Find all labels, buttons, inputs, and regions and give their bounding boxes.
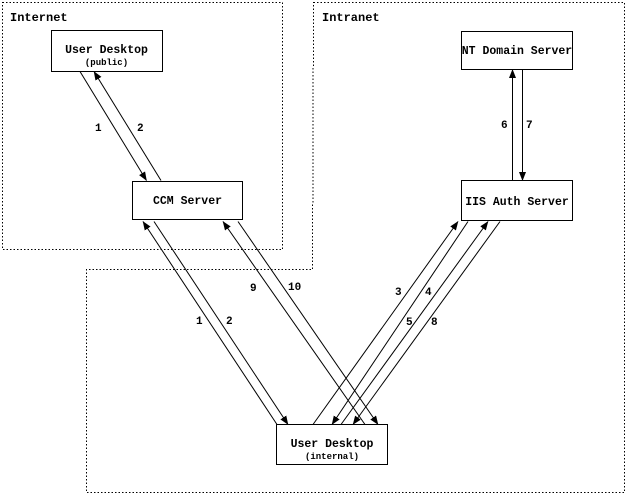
node-title: User Desktop [291, 438, 374, 451]
node-box [132, 181, 243, 220]
edge-1-internal-to-ccm [142, 221, 278, 425]
internet-zone-border [2, 2, 283, 250]
node-user-desktop-internal: User Desktop (internal) [276, 424, 388, 465]
edge-2-ccm-to-public [93, 71, 162, 181]
edge-9-internal-to-ccm [222, 221, 366, 425]
edge-10-ccm-to-internal [237, 221, 379, 425]
edge-3-internal-to-iis [312, 221, 459, 425]
intranet-zone-label: Intranet [322, 11, 380, 25]
internet-zone-label: Internet [10, 11, 68, 25]
node-title: IIS Auth Server [465, 196, 569, 209]
node-user-desktop-public: User Desktop (public) [51, 30, 163, 72]
node-nt-domain-server: NT Domain Server [461, 31, 573, 70]
edge-label-8: 8 [431, 317, 438, 329]
edge-label-2a: 2 [137, 123, 144, 135]
edge-label-4: 4 [425, 287, 432, 299]
node-box [461, 31, 573, 70]
edge-label-2b: 2 [226, 316, 233, 328]
node-box [51, 30, 163, 72]
node-subtitle: (internal) [305, 452, 359, 462]
edge-8-iis-to-internal [352, 221, 501, 425]
edge-label-10: 10 [288, 282, 301, 294]
node-subtitle: (public) [85, 58, 128, 68]
node-title: CCM Server [153, 195, 222, 208]
node-ccm-server: CCM Server [132, 181, 243, 220]
edge-2-ccm-to-internal [153, 221, 289, 425]
edge-label-9: 9 [250, 283, 257, 295]
node-box [276, 424, 388, 465]
node-title: User Desktop [65, 44, 148, 57]
edge-5-internal-to-iis [340, 221, 489, 425]
edge-1-public-to-ccm [79, 71, 147, 181]
node-box [461, 180, 573, 221]
intranet-zone-border [86, 2, 625, 493]
edge-4-iis-to-internal [331, 221, 469, 425]
node-title: NT Domain Server [462, 45, 573, 58]
edge-label-5: 5 [406, 317, 413, 329]
edge-label-1a: 1 [95, 123, 102, 135]
node-iis-auth-server: IIS Auth Server [461, 180, 573, 221]
edge-label-7: 7 [526, 120, 533, 132]
edge-label-6: 6 [501, 120, 508, 132]
edge-label-1b: 1 [196, 316, 203, 328]
edge-label-3: 3 [395, 287, 402, 299]
